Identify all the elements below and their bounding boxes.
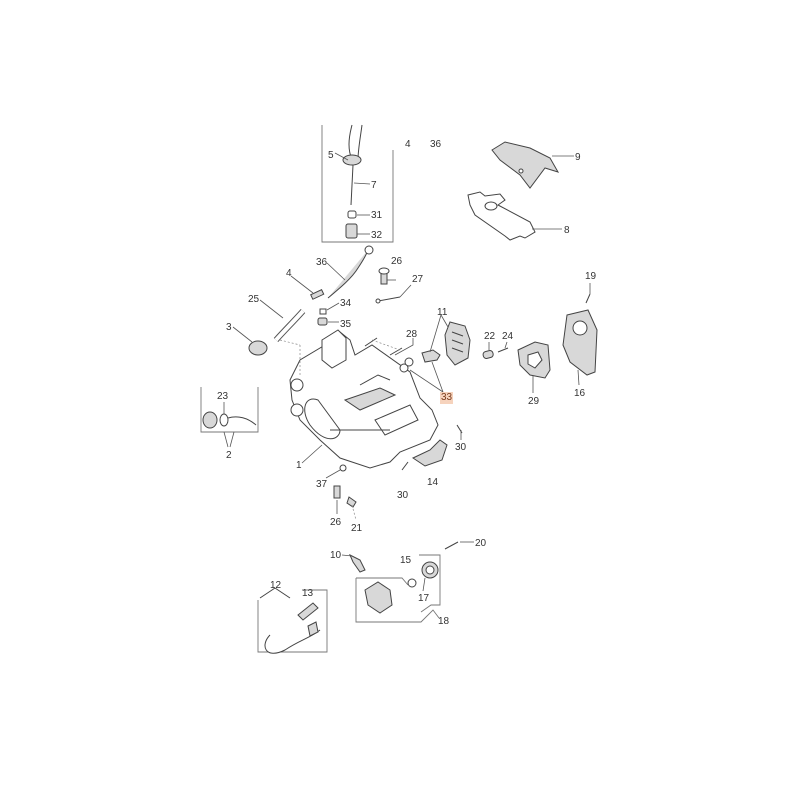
callout-label-30a[interactable]: 30 [455,442,467,453]
callout-label-7[interactable]: 7 [371,180,377,191]
callout-label-18[interactable]: 18 [438,616,450,627]
callout-label-12[interactable]: 12 [270,580,282,591]
callout-label-24[interactable]: 24 [502,331,514,342]
callout-label-37[interactable]: 37 [316,479,328,490]
part-11-chain-guide-plate [421,314,471,366]
callout-label-34[interactable]: 34 [340,298,352,309]
inset-box-hose-assembly [321,124,394,243]
parts-37-26-21 [325,464,357,521]
callout-label-31[interactable]: 31 [371,210,383,221]
callout-label-30b[interactable]: 30 [397,490,409,501]
callout-label-4[interactable]: 4 [286,268,292,279]
callout-label-2[interactable]: 2 [226,450,232,461]
callout-label-28[interactable]: 28 [406,329,418,340]
callout-label-16[interactable]: 16 [574,388,586,399]
callout-label-29[interactable]: 29 [528,396,540,407]
callout-label-33[interactable]: 33 [440,392,454,404]
part-25-hose [259,299,306,343]
parts-10-20 [341,541,474,573]
callout-label-9[interactable]: 9 [575,152,581,163]
callout-label-21[interactable]: 21 [351,523,363,534]
inset-box-part-2 [200,387,259,448]
callout-label-32[interactable]: 32 [371,230,383,241]
part-16-side-cover [562,283,598,386]
inset-box-oil-line [257,587,328,654]
callout-label-20[interactable]: 20 [475,538,487,549]
part-28-screws [364,337,414,356]
part-29-cover [517,341,551,393]
callout-label-14[interactable]: 14 [427,477,439,488]
callout-label-19[interactable]: 19 [585,271,597,282]
callout-label-13[interactable]: 13 [302,588,314,599]
callout-label-1[interactable]: 1 [296,460,302,471]
callout-label-23[interactable]: 23 [217,391,229,402]
part-3-cap [232,326,268,356]
parts-34-35-valve [317,302,340,326]
part-1-crankcase [279,329,439,469]
part-36-hose [326,245,374,299]
callout-label-36a[interactable]: 36 [430,139,442,150]
callout-label-15[interactable]: 15 [400,555,412,566]
callout-label-27[interactable]: 27 [412,274,424,285]
parts-14-30 [401,424,463,471]
callout-label-8[interactable]: 8 [564,225,570,236]
callout-label-22[interactable]: 22 [484,331,496,342]
callout-label-11[interactable]: 11 [437,307,448,318]
callout-label-36[interactable]: 36 [316,257,328,268]
callout-label-4a[interactable]: 4 [405,139,411,150]
callout-label-25[interactable]: 25 [248,294,260,305]
part-9-cover [491,141,574,189]
part-8-gasket [467,191,562,241]
callout-label-10[interactable]: 10 [330,550,342,561]
callout-label-26[interactable]: 26 [330,517,342,528]
callout-label-17[interactable]: 17 [418,593,430,604]
part-33-bushings [399,357,444,393]
callout-label-35[interactable]: 35 [340,319,352,330]
inset-box-oil-pump [355,554,441,623]
parts-22-24-pins [482,341,509,359]
callout-label-3[interactable]: 3 [226,322,232,333]
part-4-fitting [290,275,325,300]
callout-label-26a[interactable]: 26 [391,256,403,267]
parts-26-27-screws [375,267,412,304]
callout-label-5[interactable]: 5 [328,150,334,161]
